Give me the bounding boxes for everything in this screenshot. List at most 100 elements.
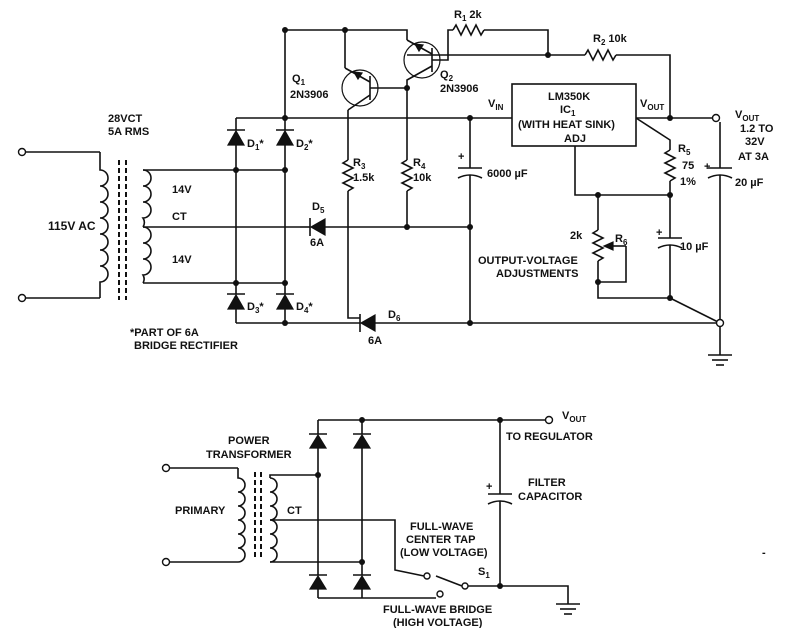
c-adj-plus: +: [656, 227, 662, 239]
diode-d5: [309, 217, 326, 237]
primary-terminal-top: [161, 463, 171, 473]
ic-adj-label: ADJ: [564, 133, 586, 145]
bottom-vout-terminal: [544, 415, 554, 425]
s1-label: S1: [478, 566, 490, 580]
fw-bridge-2: (HIGH VOLTAGE): [393, 617, 483, 628]
ac-terminal-top: [17, 147, 27, 157]
vin-label: VIN: [488, 98, 504, 112]
c-adj-value: 10 µF: [680, 241, 709, 253]
q2-type: 2N3906: [440, 83, 479, 95]
r3-label: R3: [353, 157, 366, 171]
transistor-q2: [403, 39, 441, 88]
r5-value: 75: [682, 160, 694, 172]
r4-label: R4: [413, 157, 426, 171]
d2-label: D2*: [296, 138, 313, 152]
switch-contact-low: [423, 572, 431, 580]
q1-type: 2N3906: [290, 89, 329, 101]
ic-vout-label: VOUT: [640, 98, 664, 112]
resistor-r4: [400, 159, 414, 192]
c-filter-plus: +: [458, 151, 464, 163]
vout-label: VOUT: [735, 109, 759, 123]
diode-d6: [359, 313, 376, 333]
q1-label: Q1: [292, 73, 306, 87]
regulator-ic1: [511, 83, 637, 147]
diode-d2: [275, 129, 295, 146]
vout-terminal-bottom: [715, 318, 725, 328]
resistor-r5: [663, 149, 677, 182]
ic-ref: IC1: [560, 104, 576, 118]
adjustments-label-2: ADJUSTMENTS: [496, 268, 579, 280]
r3-value: 1.5k: [353, 172, 375, 184]
vout-range-3: AT 3A: [738, 151, 769, 163]
diode-d4: [275, 293, 295, 310]
power-transformer-primary: [237, 468, 246, 563]
q2-label: Q2: [440, 69, 454, 83]
resistor-r1: [452, 23, 485, 37]
ac-input-label: 115V AC: [48, 219, 96, 233]
vout-terminal-top: [711, 113, 721, 123]
ic-heatsink: (WITH HEAT SINK): [518, 119, 615, 131]
bottom-vout-label: VOUT: [562, 410, 586, 424]
d3-label: D3*: [247, 301, 264, 315]
transformer-secondary-winding: [141, 169, 152, 284]
adjustments-label-1: OUTPUT-VOLTAGE: [478, 255, 578, 267]
r6-value: 2k: [570, 230, 583, 242]
d6-label: D6: [388, 309, 401, 323]
diode-d1: [226, 129, 246, 146]
bottom-filter-plus: +: [486, 481, 492, 493]
c-out-value: 20 µF: [735, 177, 764, 189]
d5-value: 6A: [310, 237, 324, 249]
winding-bottom-label: 14V: [172, 254, 192, 266]
bottom-ct-label: CT: [287, 505, 302, 517]
bottom-diode-1: [308, 433, 328, 449]
d1-label: D1*: [247, 138, 264, 152]
winding-ct-label: CT: [172, 211, 187, 223]
resistor-r2: [584, 48, 617, 62]
ic-part-number: LM350K: [548, 91, 590, 103]
power-transformer-label-2: TRANSFORMER: [206, 449, 292, 461]
d5-label: D5: [312, 201, 325, 215]
primary-terminal-bottom: [161, 557, 171, 567]
d6-value: 6A: [368, 335, 382, 347]
top-circuit: 115V AC 28VCT 5A RMS 14V CT 14V: [17, 9, 774, 366]
d4-label: D4*: [296, 301, 313, 315]
resistor-r3: [341, 159, 355, 192]
transistor-q1: [341, 67, 407, 111]
bottom-circuit: PRIMARY POWER TRANSFORMER CT: [161, 410, 593, 628]
fw-bridge-1: FULL-WAVE BRIDGE: [383, 604, 492, 616]
switch-contact-high: [436, 590, 444, 598]
vout-range-2: 32V: [745, 136, 765, 148]
power-transformer-label-1: POWER: [228, 435, 270, 447]
fw-center-tap-2: CENTER TAP: [406, 534, 475, 546]
r5-tolerance: 1%: [680, 176, 696, 188]
bottom-diode-2: [352, 433, 372, 449]
filter-capacitor-label-1: FILTER: [528, 477, 566, 489]
vout-range-1: 1.2 TO: [740, 123, 774, 135]
r6-label: R6: [615, 233, 628, 247]
diode-d3: [226, 293, 246, 310]
bridge-note-1: *PART OF 6A: [130, 327, 199, 339]
potentiometer-r6: [591, 229, 605, 262]
winding-top-label: 14V: [172, 184, 192, 196]
bottom-diode-3: [308, 574, 328, 590]
primary-label: PRIMARY: [175, 505, 226, 517]
fw-center-tap-1: FULL-WAVE: [410, 521, 473, 533]
transformer-rating-1: 28VCT: [108, 113, 143, 125]
bottom-diode-4: [352, 574, 372, 590]
c-out-plus: +: [704, 161, 710, 173]
transformer-primary-winding: [99, 152, 109, 298]
to-regulator-label: TO REGULATOR: [506, 431, 593, 443]
power-transformer-secondary: [269, 477, 278, 563]
fw-center-tap-3: (LOW VOLTAGE): [400, 547, 488, 559]
bridge-note-2: BRIDGE RECTIFIER: [134, 340, 238, 352]
transformer-rating-2: 5A RMS: [108, 126, 149, 138]
switch-s1-pivot[interactable]: [461, 582, 469, 590]
stray-mark: -: [762, 547, 766, 559]
r5-label: R5: [678, 143, 691, 157]
filter-capacitor-label-2: CAPACITOR: [518, 491, 582, 503]
c-filter-value: 6000 µF: [487, 168, 528, 180]
r4-value: 10k: [413, 172, 432, 184]
